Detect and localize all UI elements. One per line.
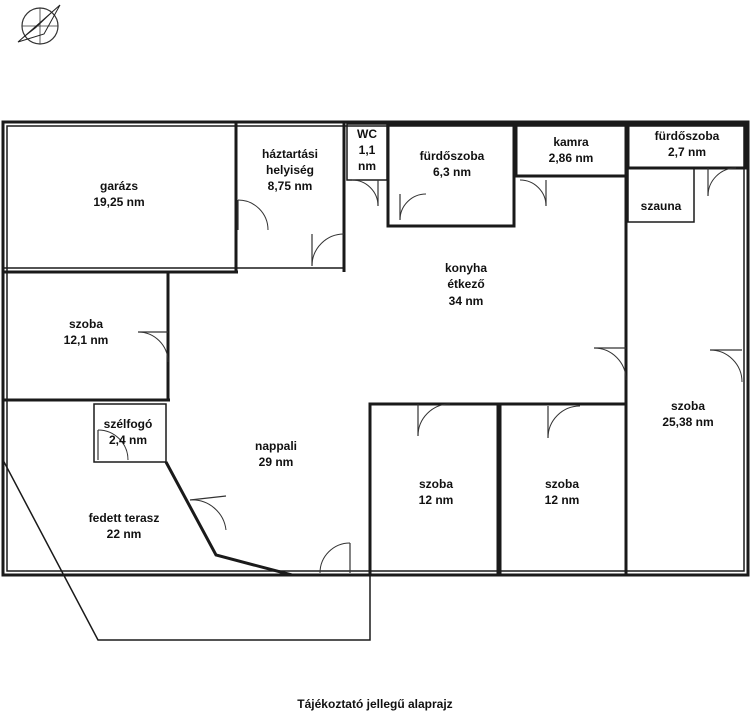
terasz-name: fedett terasz [89, 511, 160, 525]
north-arrow-icon [17, 4, 61, 45]
wc-name: WC [357, 127, 377, 141]
furdoszoba1-area: 6,3 nm [433, 165, 471, 179]
szauna-name: szauna [641, 199, 682, 213]
door-nappali-terasz [189, 495, 227, 531]
door-szoba-east [709, 349, 743, 383]
garazs-area: 19,25 nm [93, 195, 144, 209]
szoba-mid2-name: szoba [545, 477, 579, 491]
plan-caption: Tájékoztató jellegű alaprajz [297, 697, 453, 711]
door-haztartasi-left [237, 199, 269, 231]
haztartasi-name1: háztartási [262, 147, 318, 161]
szoba-nw-name: szoba [69, 317, 103, 331]
konyha-name1: konyha [445, 261, 487, 275]
szoba-mid1-name: szoba [419, 477, 453, 491]
door-szoba-mid1 [417, 403, 451, 437]
furdoszoba2-name: fürdőszoba [655, 129, 720, 143]
door-furdoszoba2 [707, 167, 737, 197]
szoba-mid1-area: 12 nm [419, 493, 454, 507]
door-nappali-south [319, 542, 351, 574]
konyha-area: 34 nm [449, 294, 484, 308]
szoba-east-area: 25,38 nm [662, 415, 713, 429]
szelfogo-name: szélfogó [104, 417, 153, 431]
szoba-east-name: szoba [671, 399, 705, 413]
wc-area2: nm [358, 159, 376, 173]
door-furdoszoba [399, 193, 427, 221]
szoba-mid2-area: 12 nm [545, 493, 580, 507]
kamra-area: 2,86 nm [549, 151, 594, 165]
furdoszoba2-area: 2,7 nm [668, 145, 706, 159]
konyha-name2: étkező [447, 277, 484, 291]
nappali-name: nappali [255, 439, 297, 453]
haztartasi-area: 8,75 nm [268, 179, 313, 193]
room-labels: garázs 19,25 nm háztartási helyiség 8,75… [64, 127, 720, 541]
garazs-name: garázs [100, 179, 138, 193]
door-wc [351, 179, 379, 207]
interior-walls [2, 122, 748, 641]
terasz-area: 22 nm [107, 527, 142, 541]
door-szelfogo [97, 429, 129, 461]
kamra-name: kamra [553, 135, 589, 149]
haztartasi-name2: helyiség [266, 163, 314, 177]
wc-area1: 1,1 [359, 143, 376, 157]
door-haztartasi-bottom [311, 233, 345, 267]
door-konyha-east [593, 347, 627, 381]
doors [97, 167, 743, 574]
door-szoba-mid2 [547, 405, 581, 439]
nappali-area: 29 nm [259, 455, 294, 469]
szoba-nw-area: 12,1 nm [64, 333, 109, 347]
door-kamra [519, 179, 547, 207]
door-szoba-nw [137, 331, 169, 363]
szelfogo-area: 2,4 nm [109, 433, 147, 447]
furdoszoba1-name: fürdőszoba [420, 149, 485, 163]
